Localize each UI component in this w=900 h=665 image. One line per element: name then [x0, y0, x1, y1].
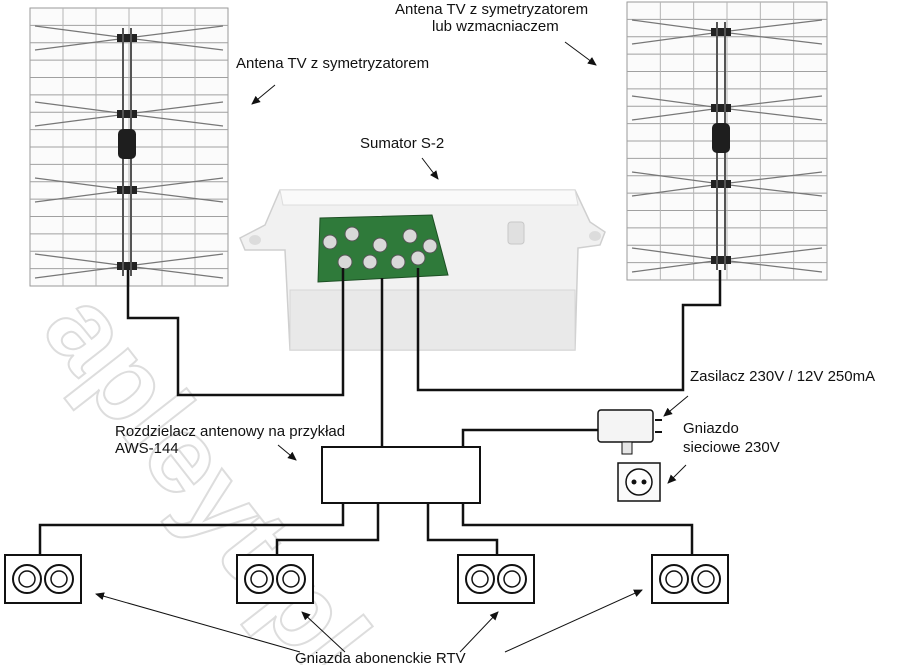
mains-socket	[617, 462, 661, 502]
splitter-box	[321, 446, 481, 504]
subscriber-outlet-3	[457, 554, 535, 604]
subscriber-outlet-4	[651, 554, 729, 604]
label-right-antenna-1: Antena TV z symetryzatorem	[395, 1, 588, 18]
combiner-pcb	[317, 214, 449, 283]
cable-splitter-outlet-3	[426, 503, 499, 555]
arrow-outlet-1	[95, 592, 301, 653]
label-left-antenna: Antena TV z symetryzatorem	[236, 55, 429, 72]
combiner-box	[239, 189, 606, 351]
label-splitter-1: Rozdzielacz antenowy na przykład	[115, 423, 345, 440]
subscriber-outlet-2	[236, 554, 314, 604]
arrow-right-antenna	[564, 41, 597, 66]
arrow-outlet-3	[459, 611, 499, 653]
arrow-combiner	[421, 157, 439, 180]
label-combiner: Sumator S-2	[360, 135, 444, 152]
arrow-splitter	[277, 444, 297, 461]
cable-splitter-outlet-4	[461, 503, 694, 555]
cables	[38, 268, 722, 555]
arrow-power-supply	[663, 395, 689, 417]
label-power-supply: Zasilacz 230V / 12V 250mA	[690, 368, 875, 385]
right-antenna	[626, 1, 828, 281]
label-splitter-2: AWS-144	[115, 440, 179, 457]
label-socket-1: Gniazdo	[683, 420, 739, 437]
subscriber-outlets	[4, 554, 729, 604]
label-socket-2: sieciowe 230V	[683, 439, 780, 456]
cable-splitter-outlet-1	[38, 503, 345, 555]
left-antenna	[29, 7, 229, 287]
power-supply	[597, 409, 662, 455]
arrow-outlet-4	[504, 589, 643, 653]
label-right-antenna-2: lub wzmacniaczem	[432, 18, 559, 35]
arrow-left-antenna	[251, 84, 276, 105]
cable-power-splitter	[461, 428, 598, 447]
subscriber-outlet-1	[4, 554, 82, 604]
label-outlets: Gniazda abonenckie RTV	[295, 650, 466, 665]
arrow-outlet-2	[301, 611, 346, 653]
cable-splitter-outlet-2	[275, 503, 380, 555]
cable-left-antenna	[126, 268, 345, 397]
cable-right-antenna	[416, 268, 722, 392]
arrows	[95, 41, 689, 653]
arrow-socket	[667, 464, 687, 484]
